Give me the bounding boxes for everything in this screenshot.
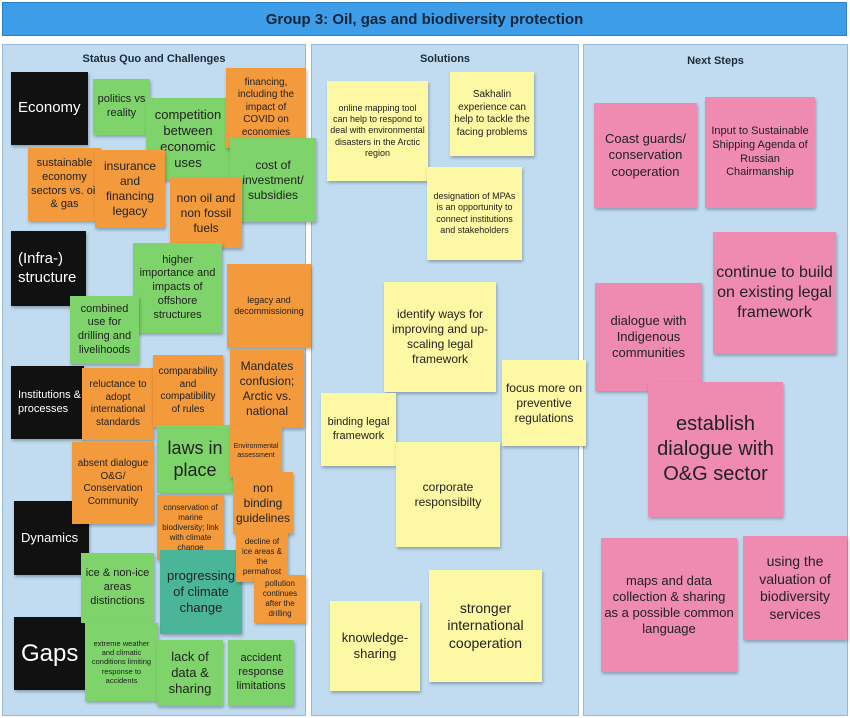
note-competition[interactable]: competition between economic uses [146,98,230,180]
next-steps-title: Next Steps [687,55,744,67]
note-insurance-financing[interactable]: insurance and financing legacy [95,150,165,228]
category-institutions[interactable]: Institutions & processes [11,366,84,439]
note-binding-legal[interactable]: binding legal framework [321,393,396,466]
note-pollution-drilling[interactable]: pollution continues after the drilling [254,575,306,623]
category-economy[interactable]: Economy [11,72,88,145]
note-combined-use[interactable]: combined use for drilling and livelihood… [70,296,139,364]
note-mandates[interactable]: Mandates confusion; Arctic vs. national [230,350,304,428]
note-reluctance[interactable]: reluctance to adopt international standa… [82,368,154,440]
note-decline-ice[interactable]: decline of ice areas & the permafrost [236,532,288,582]
note-input-shipping[interactable]: Input to Sustainable Shipping Agenda of … [705,97,815,208]
status-quo-title: Status Quo and Challenges [82,53,226,65]
note-lack-of-data[interactable]: lack of data & sharing [157,640,223,706]
note-online-mapping[interactable]: online mapping tool can help to respond … [327,81,428,181]
note-continue-build[interactable]: continue to build on existing legal fram… [713,232,836,354]
note-corporate-responsibility[interactable]: corporate responsibilty [396,442,500,547]
note-identify-ways[interactable]: identify ways for improving and up-scali… [384,282,496,392]
note-coast-guards[interactable]: Coast guards/ conservation cooperation [594,103,697,208]
note-non-oil[interactable]: non oil and non fossil fuels [170,178,242,248]
note-extreme-weather[interactable]: extreme weather and climatic conditions … [85,623,158,701]
note-accident-response[interactable]: accident response limitations [228,640,294,706]
board-title-bar: Group 3: Oil, gas and biodiversity prote… [2,2,847,36]
note-absent-dialogue[interactable]: absent dialogue O&G/ Conservation Commun… [72,442,154,524]
note-maps-data[interactable]: maps and data collection & sharing as a … [601,538,737,672]
note-non-binding[interactable]: non binding guidelines [233,472,293,534]
note-establish-dialogue[interactable]: establish dialogue with O&G sector [648,382,783,517]
note-designation-mpas[interactable]: designation of MPAs is an opportunity to… [427,167,522,260]
note-comparability[interactable]: comparability and compatibility of rules [153,355,223,427]
category-gaps[interactable]: Gaps [14,617,88,690]
note-stronger-cooperation[interactable]: stronger international cooperation [429,570,542,682]
note-higher-importance[interactable]: higher importance and impacts of offshor… [133,243,222,333]
note-legacy[interactable]: legacy and decommissioning [227,264,311,348]
note-dialogue-indigenous[interactable]: dialogue with Indigenous communities [595,283,702,391]
note-sustainable-sectors[interactable]: sustainable economy sectors vs. oil & ga… [28,148,101,221]
note-sakhalin[interactable]: Sakhalin experience can help to tackle t… [450,72,534,156]
note-environmental-assessment[interactable]: Environmental assessment [230,426,282,478]
note-ice-distinctions[interactable]: ice & non-ice areas distinctions [81,553,154,623]
solutions-title: Solutions [419,53,471,65]
note-valuation[interactable]: using the valuation of biodiversity serv… [743,536,847,640]
note-focus-preventive[interactable]: focus more on preventive regulations [502,360,586,446]
category-infrastructure[interactable]: (Infra-) structure [11,231,86,306]
note-financing-covid[interactable]: financing, including the impact of COVID… [226,68,306,148]
board-title: Group 3: Oil, gas and biodiversity prote… [265,10,584,28]
note-conservation-marine[interactable]: conservation of marine biodiversity; lin… [157,495,224,560]
note-progressing-climate-change[interactable]: progressing of climate change [160,550,242,634]
note-cost-investment[interactable]: cost of investment/ subsidies [230,138,316,222]
note-knowledge-sharing[interactable]: knowledge-sharing [330,601,420,691]
note-politics-vs-reality[interactable]: politics vs reality [93,79,150,135]
note-laws-in-place[interactable]: laws in place [157,425,233,493]
